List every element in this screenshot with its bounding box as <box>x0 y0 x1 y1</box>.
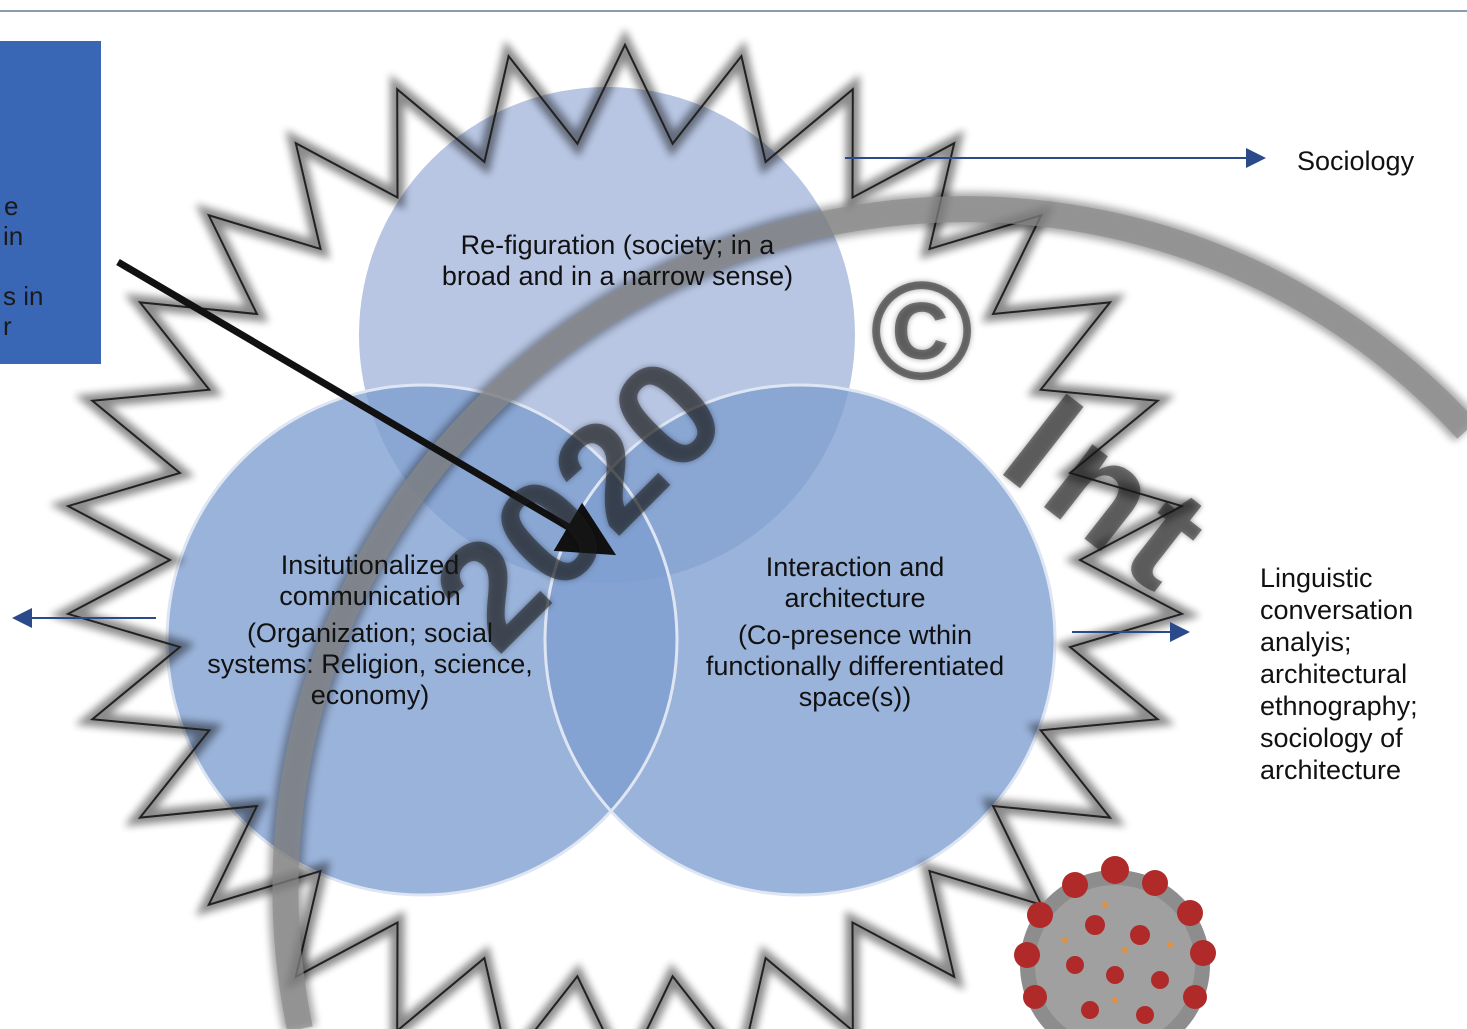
methods-line: ethnography; <box>1260 691 1418 721</box>
circle-left-label: Insitutionalized communication (Organiza… <box>205 550 535 711</box>
methods-line: analyis; <box>1260 627 1352 657</box>
info-box-line: in <box>3 221 24 251</box>
methods-line: conversation <box>1260 595 1414 625</box>
methods-line: architecture <box>1260 755 1402 785</box>
info-box-line: s in <box>3 281 44 311</box>
black-pointer-arrow <box>116 258 617 556</box>
circle-top-label: Re-figuration (society; in a broad and i… <box>425 230 810 292</box>
interaction-title: Interaction and architecture <box>765 552 945 613</box>
coronavirus-image <box>965 825 1265 1029</box>
methods-line: Linguistic <box>1260 563 1373 593</box>
info-box-line: r <box>3 311 12 341</box>
methods-line: sociology of <box>1260 723 1403 753</box>
watermark-starburst <box>65 42 1185 1029</box>
methods-label: Linguistic conversation analyis; archite… <box>1260 562 1418 786</box>
watermark-arc <box>272 196 1467 1029</box>
top-rule <box>0 10 1467 12</box>
info-box: e in s in r <box>0 41 101 364</box>
circle-right <box>545 385 1055 895</box>
sociology-label: Sociology <box>1297 146 1415 176</box>
interaction-detail: (Co-presence wthin functionally differen… <box>705 620 1005 712</box>
communication-detail: (Organization; social systems: Religion,… <box>207 618 533 710</box>
communication-title: Insitutionalized communication <box>279 550 461 611</box>
methods-line: architectural <box>1260 659 1408 689</box>
circle-right-label: Interaction and architecture (Co-presenc… <box>700 552 1010 713</box>
refiguration-text: Re-figuration (society; in a broad and i… <box>441 230 794 291</box>
watermark-copyright: © <box>870 252 974 409</box>
info-box-line: e <box>4 191 19 221</box>
